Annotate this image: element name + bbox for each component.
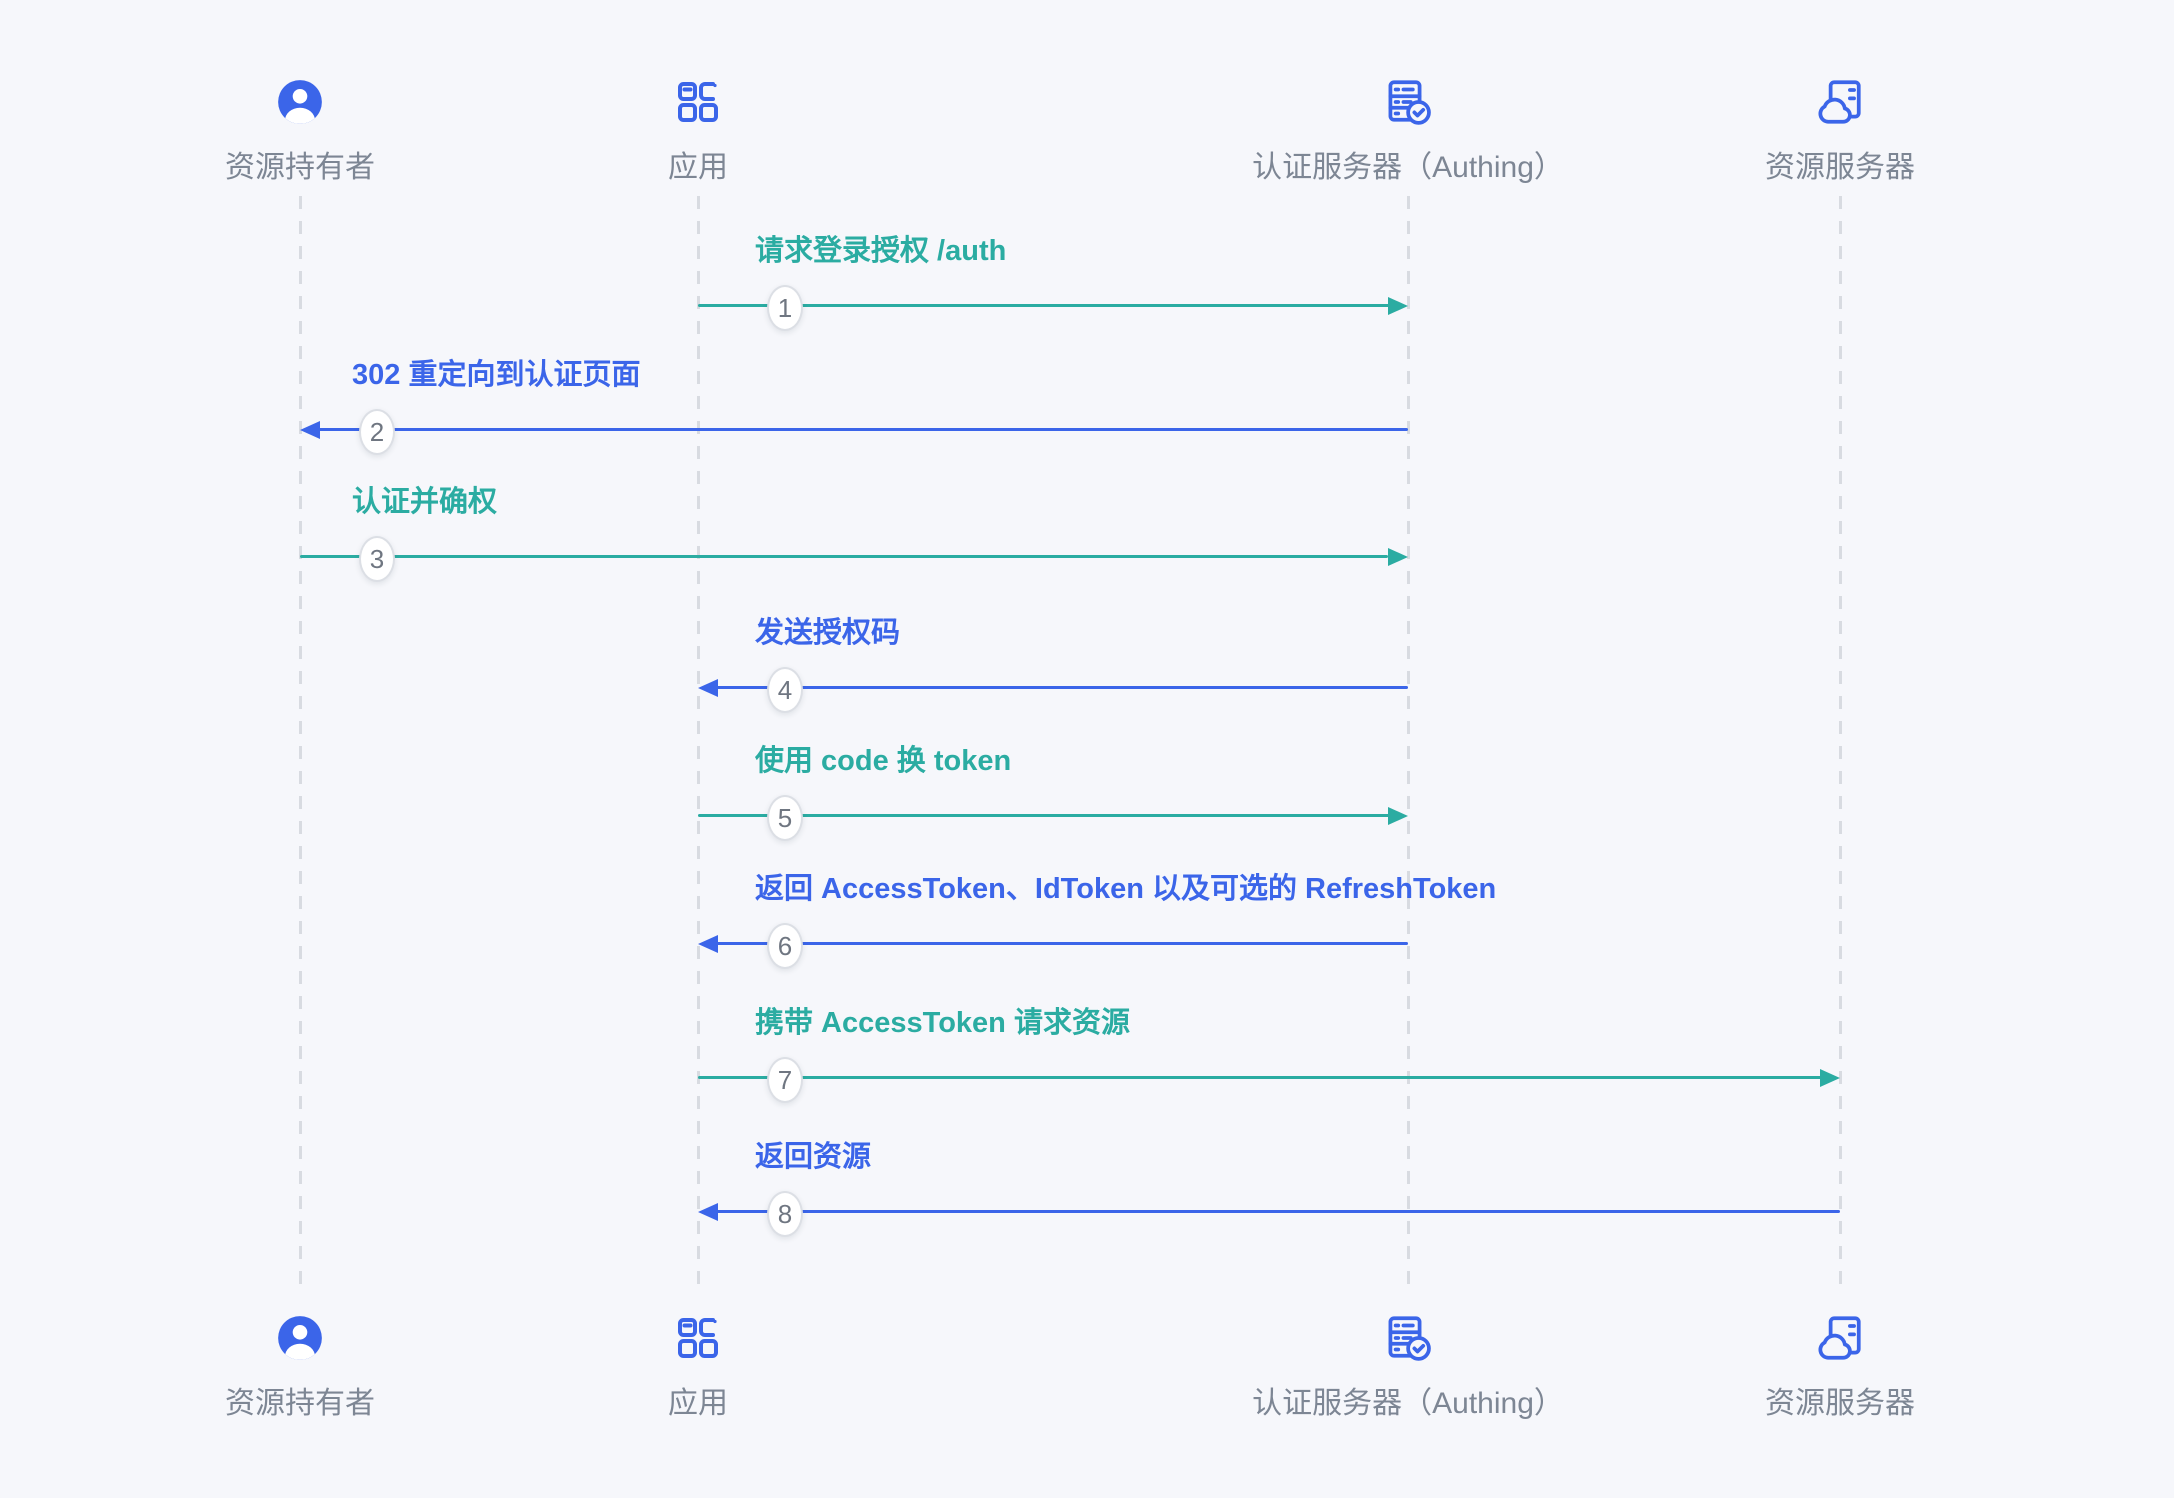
message-label: 返回资源 bbox=[755, 1141, 872, 1173]
message-label: 302 重定向到认证页面 bbox=[352, 359, 641, 391]
message-arrow-line bbox=[716, 686, 1408, 689]
actor-label: 资源持有者 bbox=[225, 151, 375, 184]
apps-grid-icon bbox=[674, 1312, 722, 1364]
actor-label: 应用 bbox=[668, 1387, 728, 1420]
message-label: 认证并确权 bbox=[352, 486, 498, 518]
arrowhead-right-icon bbox=[1820, 1069, 1840, 1087]
lifeline-resource-server bbox=[1839, 196, 1842, 1296]
message-arrow-line bbox=[698, 814, 1390, 817]
actor-resource-server-top: 资源服务器 bbox=[1765, 76, 1915, 186]
step-number-badge: 3 bbox=[359, 536, 395, 582]
message-arrow-line bbox=[716, 942, 1408, 945]
server-check-icon bbox=[1383, 1312, 1433, 1364]
step-number-badge: 6 bbox=[767, 923, 803, 969]
message-label: 请求登录授权 /auth bbox=[755, 235, 1007, 267]
message-arrow-line bbox=[716, 1210, 1840, 1213]
message-arrow-line bbox=[698, 1076, 1822, 1079]
arrowhead-right-icon bbox=[1388, 548, 1408, 566]
arrowhead-right-icon bbox=[1388, 807, 1408, 825]
user-icon bbox=[275, 76, 325, 128]
actor-label: 认证服务器（Authing） bbox=[1252, 151, 1564, 184]
message-arrow-line bbox=[318, 428, 1408, 431]
lifeline-app bbox=[697, 196, 700, 1296]
apps-grid-icon bbox=[674, 76, 722, 128]
message-label: 返回 AccessToken、IdToken 以及可选的 RefreshToke… bbox=[755, 873, 1497, 905]
step-number-badge: 4 bbox=[767, 667, 803, 713]
actor-auth-server-top: 认证服务器（Authing） bbox=[1252, 76, 1564, 186]
message-label: 携带 AccessToken 请求资源 bbox=[755, 1007, 1130, 1039]
cloud-server-icon bbox=[1815, 76, 1865, 128]
step-number-badge: 2 bbox=[359, 409, 395, 455]
arrowhead-right-icon bbox=[1388, 297, 1408, 315]
actor-label: 认证服务器（Authing） bbox=[1252, 1387, 1564, 1420]
message-arrow-line bbox=[300, 555, 1388, 558]
step-number-badge: 1 bbox=[767, 285, 803, 331]
message-label: 使用 code 换 token bbox=[755, 745, 1012, 777]
actor-app-bottom: 应用 bbox=[668, 1312, 728, 1422]
lifeline-auth-server bbox=[1407, 196, 1410, 1296]
message-label: 发送授权码 bbox=[755, 617, 901, 649]
actor-label: 资源服务器 bbox=[1765, 1387, 1915, 1420]
actor-label: 应用 bbox=[668, 151, 728, 184]
arrowhead-left-icon bbox=[698, 679, 718, 697]
step-number-badge: 7 bbox=[767, 1057, 803, 1103]
user-icon bbox=[275, 1312, 325, 1364]
actor-auth-server-bottom: 认证服务器（Authing） bbox=[1252, 1312, 1564, 1422]
server-check-icon bbox=[1383, 76, 1433, 128]
actor-resource-server-bottom: 资源服务器 bbox=[1765, 1312, 1915, 1422]
actor-resource-owner-top: 资源持有者 bbox=[225, 76, 375, 186]
arrowhead-left-icon bbox=[300, 421, 320, 439]
actor-resource-owner-bottom: 资源持有者 bbox=[225, 1312, 375, 1422]
actor-label: 资源服务器 bbox=[1765, 151, 1915, 184]
arrowhead-left-icon bbox=[698, 1203, 718, 1221]
actor-app-top: 应用 bbox=[668, 76, 728, 186]
step-number-badge: 8 bbox=[767, 1191, 803, 1237]
cloud-server-icon bbox=[1815, 1312, 1865, 1364]
lifeline-resource-owner bbox=[299, 196, 302, 1296]
step-number-badge: 5 bbox=[767, 795, 803, 841]
actor-label: 资源持有者 bbox=[225, 1387, 375, 1420]
arrowhead-left-icon bbox=[698, 935, 718, 953]
message-arrow-line bbox=[698, 304, 1390, 307]
